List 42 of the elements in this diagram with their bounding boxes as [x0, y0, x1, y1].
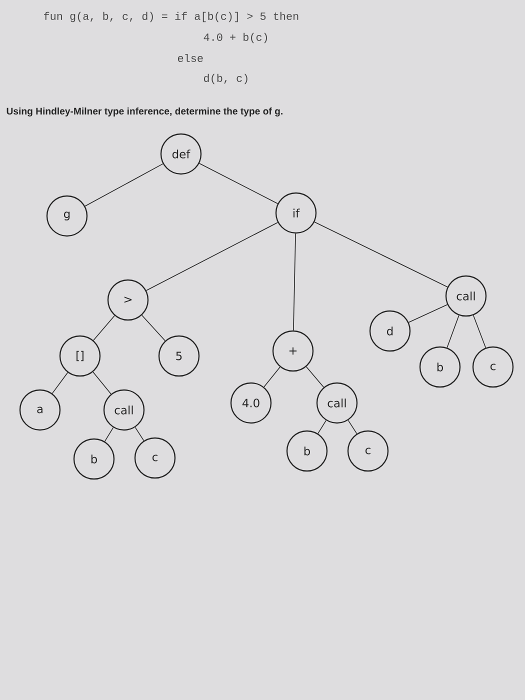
tree-edge: [92, 372, 112, 394]
tree-edge: [141, 314, 166, 342]
tree-node: call: [316, 382, 358, 424]
tree-edge: [293, 233, 296, 331]
tree-edge: [93, 315, 115, 341]
tree-node: c: [347, 430, 389, 472]
tree-node: def: [160, 133, 202, 175]
tree-edge: [314, 222, 448, 288]
tree-edge: [472, 314, 486, 348]
tree-edge: [52, 372, 68, 394]
tree-node: +: [272, 330, 314, 372]
tree-edge: [264, 366, 280, 388]
tree-edge: [446, 314, 460, 348]
tree-edge: [348, 420, 358, 434]
tree-node: g: [46, 195, 88, 237]
tree-node: c: [134, 437, 176, 479]
tree-node: call: [445, 275, 487, 317]
tree-edge: [198, 163, 278, 204]
tree-node: 4.0: [230, 382, 272, 424]
code-line: d(b, c): [204, 74, 248, 84]
tree-node: a: [19, 389, 61, 431]
code-line: fun g(a, b, c, d) = if a[b(c)] > 5 then: [44, 12, 298, 22]
code-line: else: [178, 54, 203, 62]
tree-node: 5: [158, 335, 200, 377]
tree-edge: [306, 366, 324, 388]
tree-edge: [146, 222, 278, 291]
code-line: 4.0 + b(c): [204, 32, 268, 44]
tree-edge: [408, 304, 448, 323]
tree-node: b: [286, 430, 328, 472]
tree-edge: [318, 420, 326, 434]
tree-edge: [134, 426, 144, 442]
tree-node: c: [472, 346, 514, 388]
tree-edge: [104, 427, 114, 442]
tree-edge: [84, 163, 164, 207]
tree-node: d: [369, 310, 411, 352]
tree-node: b: [419, 346, 461, 388]
tree-node: []: [59, 335, 101, 377]
tree-node: >: [107, 279, 149, 321]
tree-node: if: [275, 192, 317, 234]
question-text: Using Hindley-Milner type inference, determine the type of g.: [6, 108, 282, 116]
tree-node: call: [103, 389, 145, 431]
tree-node: b: [73, 438, 115, 480]
